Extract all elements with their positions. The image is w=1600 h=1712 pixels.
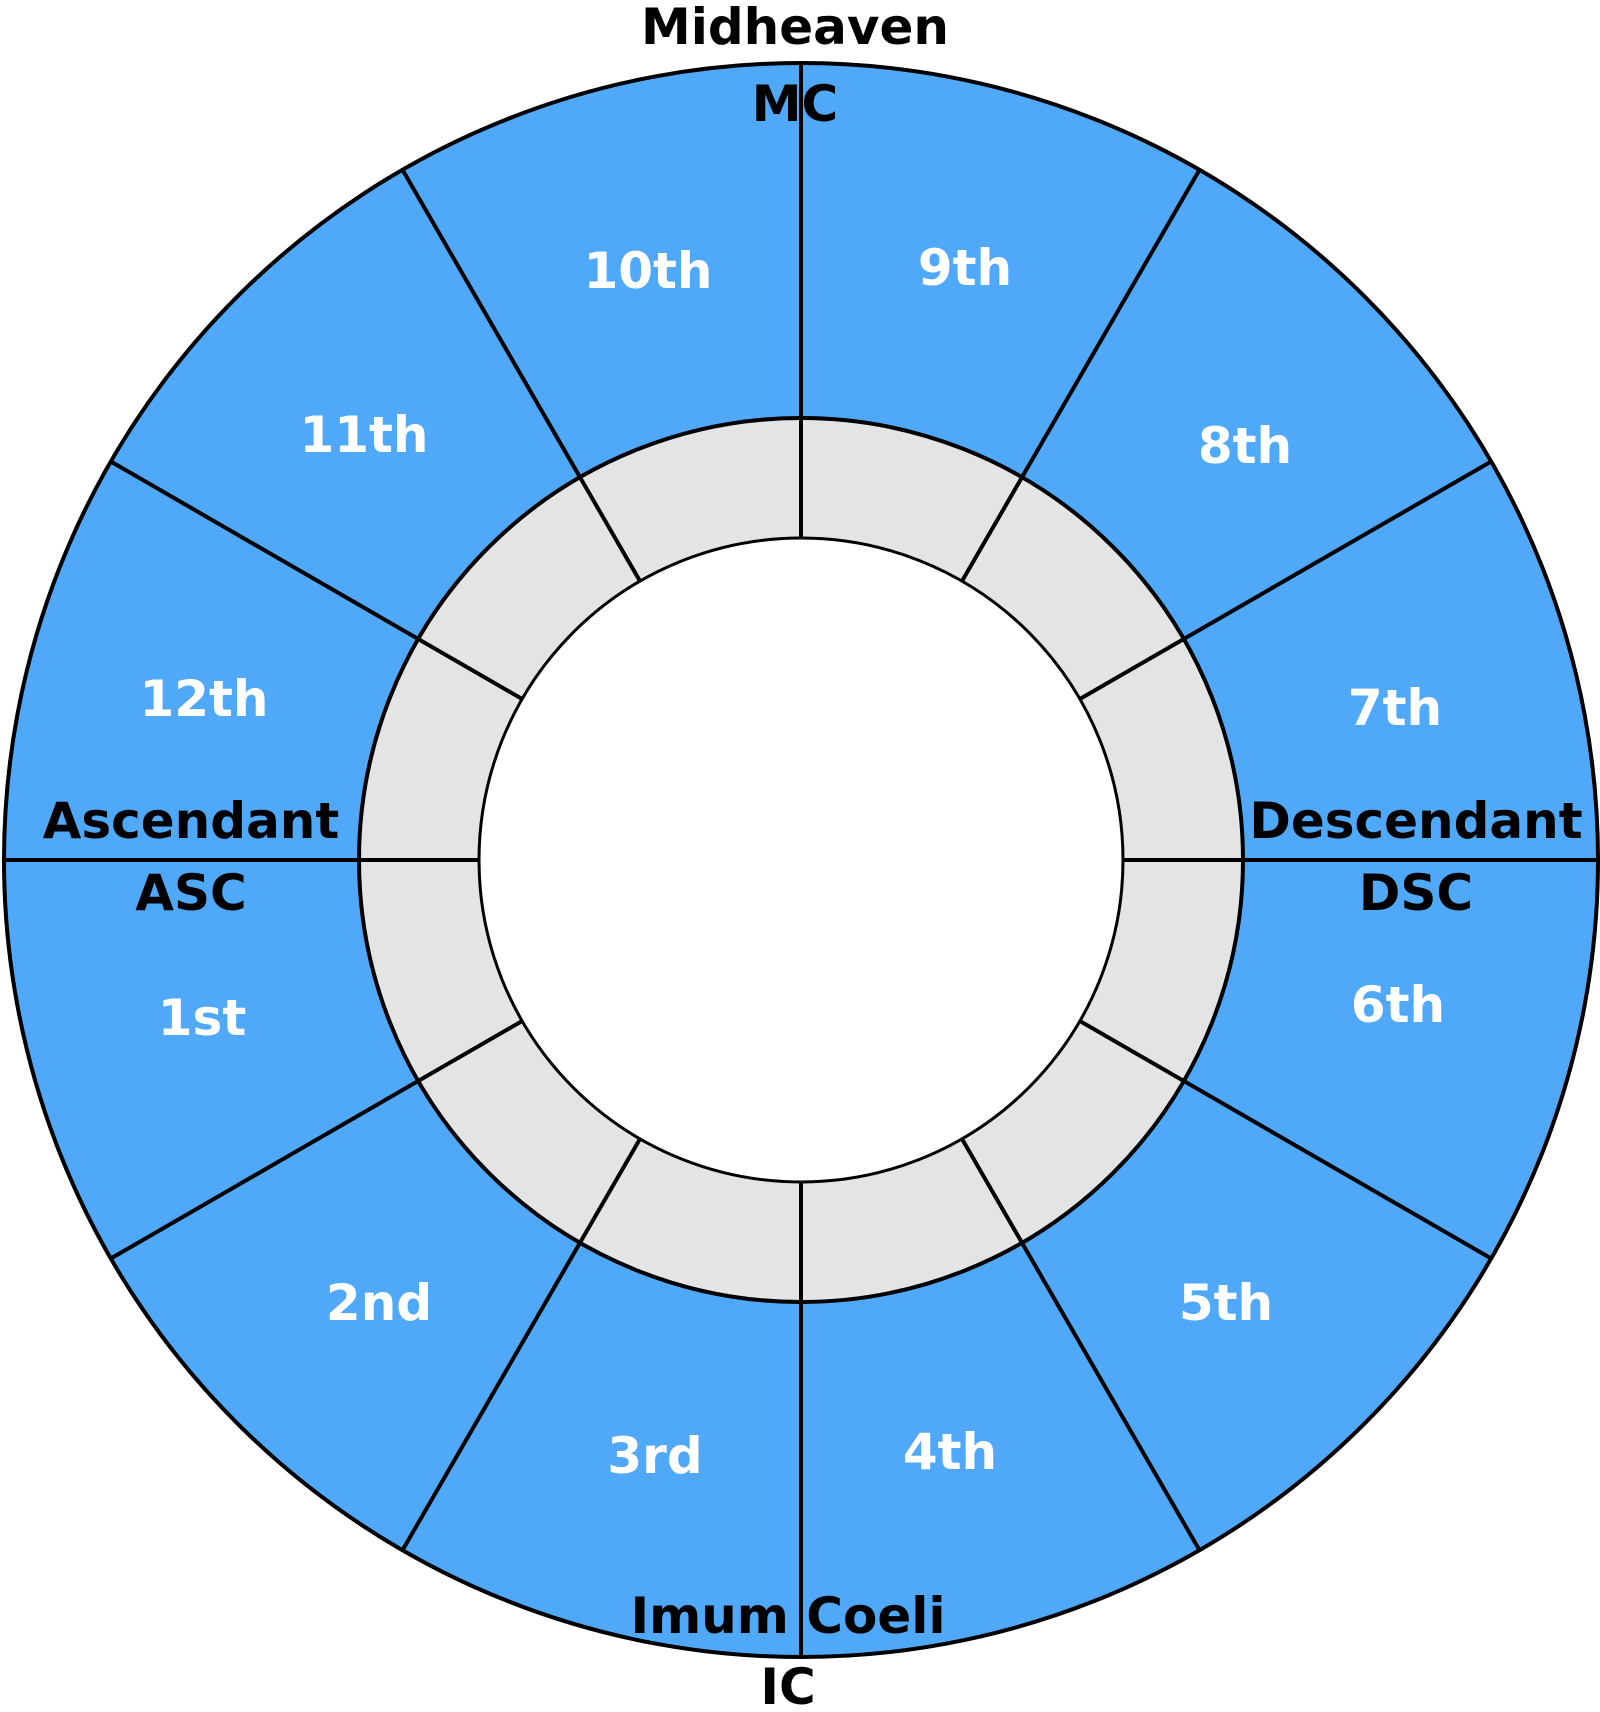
house-cusp-lines [4,63,1598,1657]
house-label-11th: 11th [299,406,428,464]
house-label-5th: 5th [1179,1274,1273,1332]
cusp-line [1078,1019,1493,1261]
cusp-line [960,168,1202,583]
house-label-8th: 8th [1198,417,1292,475]
house-label-4th: 4th [903,1423,997,1481]
cusp-line [400,168,642,583]
ic-label: IC [760,1658,815,1712]
cusp-line [1078,459,1493,701]
descendant-label: Descendant [1249,792,1582,850]
midheaven-label: Midheaven [641,0,949,56]
asc-label: ASC [135,864,246,922]
cusp-line [109,459,524,701]
mc-label: MC [752,75,838,133]
cusp-line [109,1019,524,1261]
cusp-line [400,1137,642,1552]
center-circle [477,536,1125,1184]
dsc-label: DSC [1359,864,1473,922]
house-label-3rd: 3rd [607,1427,702,1485]
house-label-6th: 6th [1351,976,1445,1034]
house-label-2nd: 2nd [326,1274,432,1332]
house-label-7th: 7th [1348,679,1442,737]
house-label-1st: 1st [158,989,246,1047]
house-label-12th: 12th [139,670,268,728]
house-label-10th: 10th [583,242,712,300]
ascendant-label: Ascendant [43,792,340,850]
house-label-9th: 9th [918,239,1012,297]
cusp-line [960,1137,1202,1552]
imum-coeli-label: Imum Coeli [630,1587,945,1645]
